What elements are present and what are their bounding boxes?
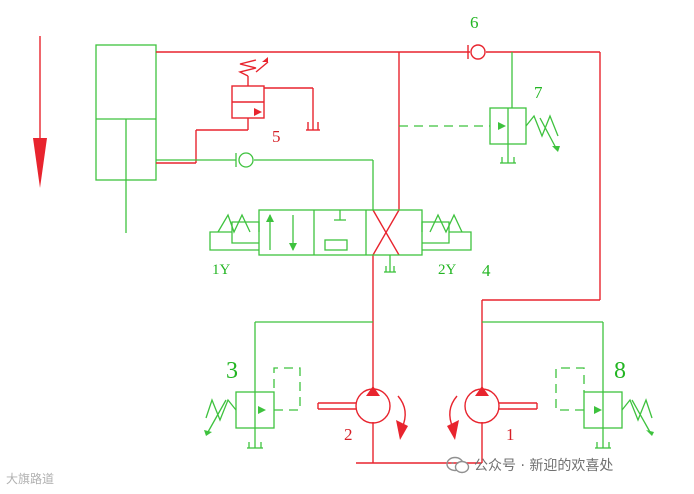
pilot-lines — [156, 52, 604, 392]
watermark-left-text: 大旗路道 — [6, 472, 55, 486]
relief-valve-3 — [204, 367, 301, 449]
load-direction-arrow — [33, 36, 47, 188]
label-6: 6 — [470, 13, 479, 32]
pump-2 — [355, 386, 408, 440]
relief-valve-7 — [489, 107, 560, 164]
relief-valve-5 — [231, 57, 269, 119]
pump-1 — [447, 386, 500, 440]
label-5: 5 — [272, 127, 281, 146]
watermark-right: 公众号 · 新迎的欢喜处 — [446, 455, 613, 475]
label-8: 8 — [614, 358, 626, 384]
wechat-icon — [446, 456, 470, 474]
watermark-right-text: 公众号 · 新迎的欢喜处 — [474, 458, 614, 474]
label-7: 7 — [534, 83, 543, 102]
check-valve-6 — [467, 44, 486, 60]
label-2y: 2Y — [438, 262, 457, 278]
pressure-lines — [156, 51, 601, 464]
watermark-left: 大旗路道 — [6, 470, 54, 487]
label-2: 2 — [344, 425, 353, 444]
hydraulic-cylinder — [95, 44, 157, 233]
label-1y: 1Y — [212, 262, 231, 278]
check-valve-cylinder — [235, 152, 254, 168]
relief-valve-8 — [555, 367, 654, 449]
directional-valve-4 — [209, 209, 472, 273]
label-4: 4 — [482, 261, 491, 280]
label-1: 1 — [506, 425, 515, 444]
label-3: 3 — [226, 358, 238, 384]
